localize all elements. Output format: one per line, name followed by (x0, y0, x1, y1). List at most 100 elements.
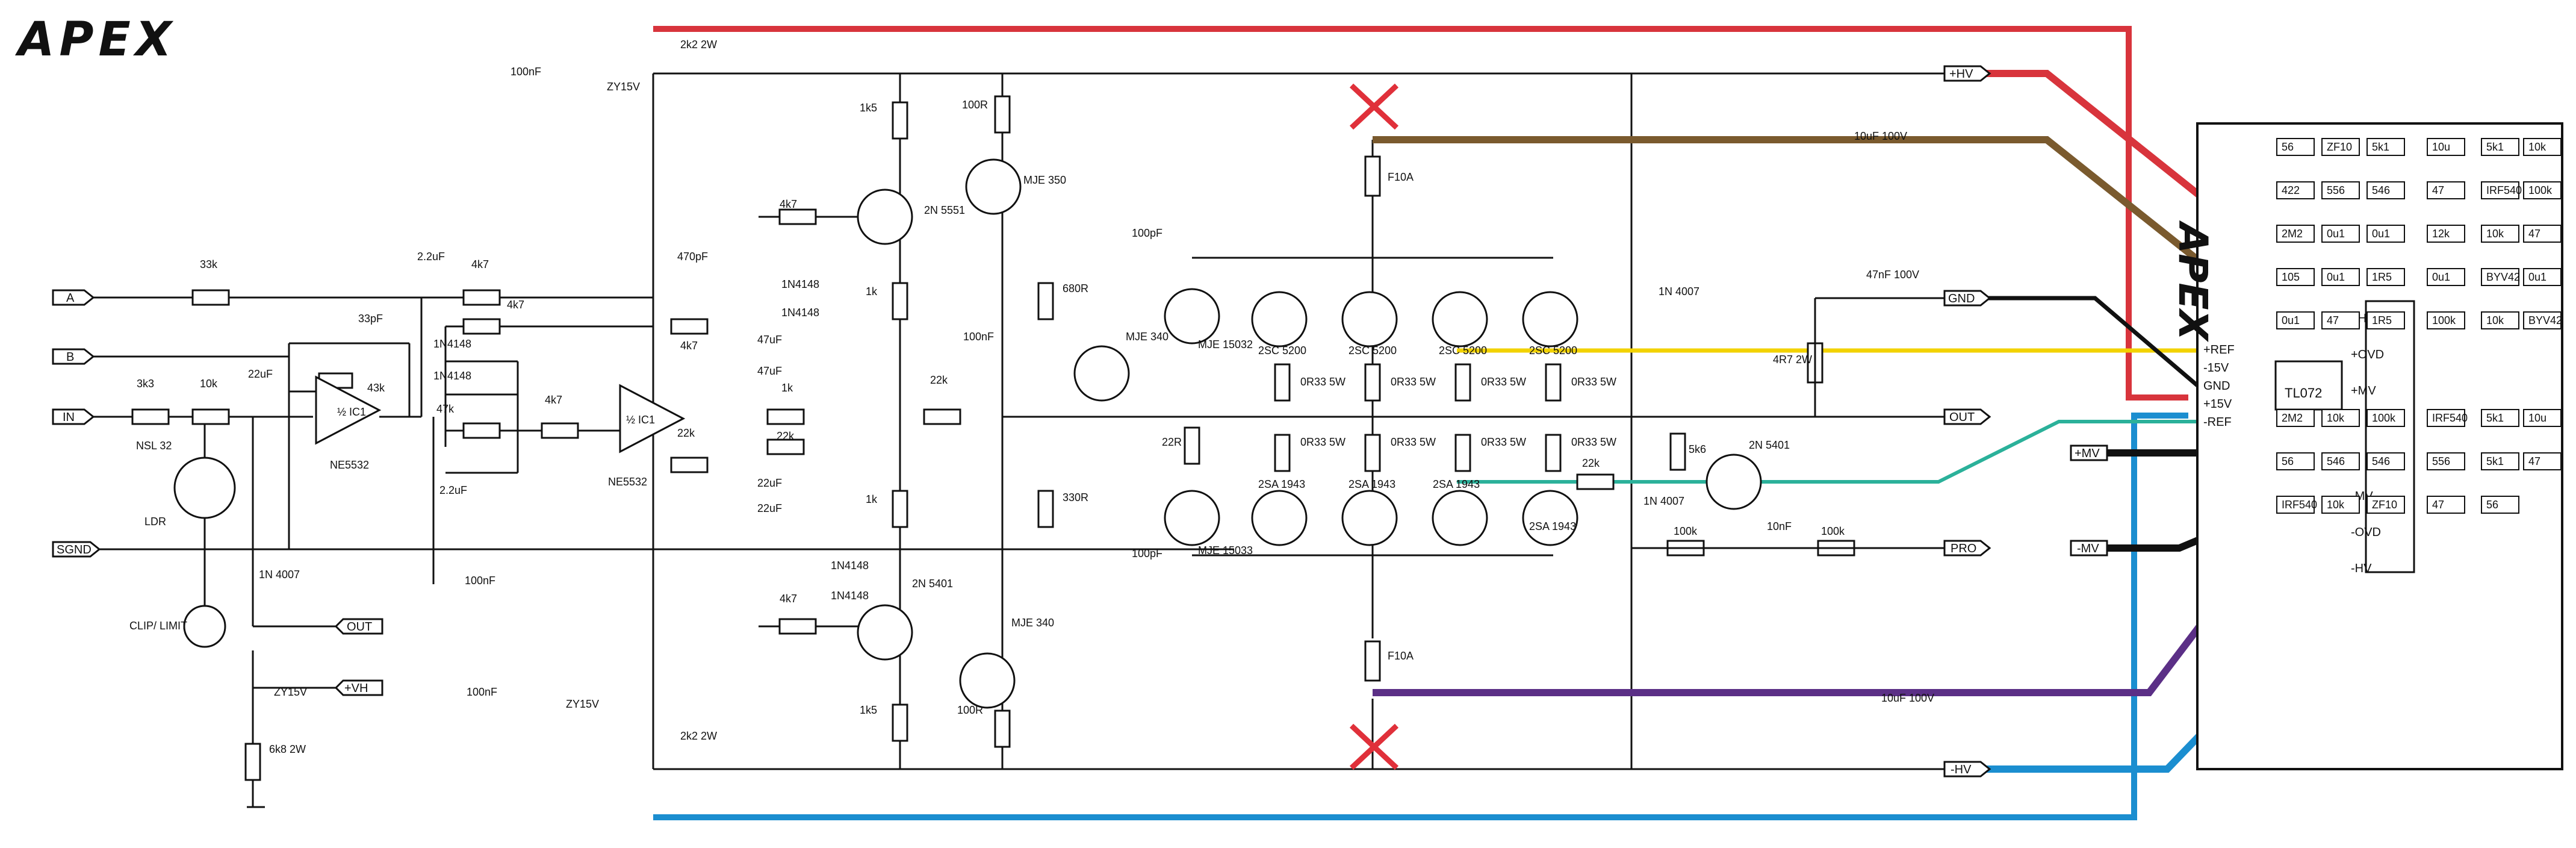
label-d5: 1N4148 (781, 307, 819, 319)
label-r24: 2k2 2W (680, 730, 717, 742)
label-r-100k-b: 100k (1821, 525, 1845, 537)
label-q-pro: 2N 5401 (1749, 439, 1790, 451)
label-r17: 1k5 (860, 704, 877, 716)
board-part-label: 5k1 (2486, 455, 2504, 467)
board-part-box (2276, 268, 2315, 286)
net-out[interactable]: OUT (1943, 408, 1991, 425)
board-ic: TL072 (2285, 385, 2322, 401)
board-part-label: BYV42 (2528, 314, 2562, 326)
board-part-box (2321, 409, 2360, 427)
label-c-top: 100pF (1132, 227, 1162, 239)
label-r25: 2k2 2W (680, 39, 717, 51)
net-b[interactable]: B (52, 348, 95, 365)
net-mv-pos[interactable]: +MV (2070, 444, 2108, 461)
label-r-emit-6: 0R33 5W (1391, 436, 1436, 448)
label-r-emit-5: 0R33 5W (1300, 436, 1345, 448)
label-1n4007-bot: 1N 4007 (1643, 495, 1684, 507)
second-stage: ½ IC1 NE5532 (421, 289, 961, 584)
board-part-box (2481, 496, 2519, 514)
board-part-label: 2M2 (2282, 412, 2303, 424)
board-part-box (2276, 496, 2315, 514)
label-r-emit-7: 0R33 5W (1481, 436, 1526, 448)
component-labels: 33k 3k3 10k 22uF 33pF 43k 1N 4007 ZY15V … (137, 39, 1934, 755)
label-r14: 4k7 (780, 198, 797, 210)
board-part-label: 546 (2372, 184, 2390, 196)
board-part-box (2367, 496, 2405, 514)
board-part-label: 0u1 (2327, 228, 2345, 240)
net-mv-neg[interactable]: -MV (2070, 540, 2108, 556)
board-part-box (2427, 452, 2465, 470)
net-hv-neg[interactable]: -HV (1943, 761, 1991, 778)
pin-ovd-neg[interactable]: -OVD (2351, 526, 2381, 539)
svg-text:PRO: PRO (1951, 542, 1976, 555)
driver-stage (759, 73, 1220, 769)
svg-text:+MV: +MV (2075, 447, 2100, 460)
label-r4: 43k (367, 382, 385, 394)
svg-text:A: A (66, 292, 75, 305)
board-part-label: 10u (2432, 141, 2450, 153)
label-r16: 1k (866, 285, 878, 298)
pin-mv-pos[interactable]: +MV (2351, 384, 2376, 398)
net-vh[interactable]: +VH (334, 679, 383, 696)
label-2sa1943-4: 2SA 1943 (1529, 520, 1576, 532)
pin-hv-neg[interactable]: -HV (2351, 562, 2372, 575)
ldr-label: LDR (144, 516, 166, 528)
net-pro[interactable]: PRO (1943, 540, 1991, 556)
label-r27: 22R (1162, 436, 1182, 448)
label-r-22k-pro: 22k (1582, 457, 1600, 469)
board-part-box (2321, 181, 2360, 199)
board-part-label: IRF540 (2282, 499, 2317, 511)
board-part-label: 5k1 (2486, 412, 2504, 424)
label-c10: 100nF (963, 331, 994, 343)
label-r-emit-4: 0R33 5W (1571, 376, 1616, 388)
label-d6: 1N4148 (781, 278, 819, 290)
label-f-top: F10A (1388, 171, 1414, 183)
svg-text:OUT: OUT (347, 620, 372, 634)
label-r-5k6: 5k6 (1689, 443, 1706, 455)
board-part-label: 47 (2432, 499, 2444, 511)
label-d7: 1N 4007 (259, 569, 300, 581)
pin-ref-neg[interactable]: -REF (2203, 416, 2232, 429)
board-part-label: 0u1 (2432, 271, 2450, 283)
svg-text:+VH: +VH (344, 682, 368, 695)
pin-gnd[interactable]: GND (2203, 379, 2230, 393)
label-r8: 4k7 (545, 394, 562, 406)
board-part-label: 10k (2327, 499, 2345, 511)
board-part-label: 422 (2282, 184, 2300, 196)
label-d4: 1N4148 (831, 560, 869, 572)
label-q3: MJE 340 (1011, 617, 1054, 629)
label-z3: ZY15V (274, 686, 307, 698)
label-d1: 1N4148 (433, 370, 471, 382)
net-hv-pos[interactable]: +HV (1943, 65, 1991, 82)
label-c5: 470pF (677, 251, 708, 263)
label-d3: 1N4148 (831, 590, 869, 602)
label-r7: 4k7 (471, 258, 489, 270)
net-in[interactable]: IN (52, 408, 95, 425)
label-c7: 47uF (757, 365, 782, 377)
apex-logo: APEX (14, 13, 176, 67)
board-part-box (2481, 268, 2519, 286)
net-out-small[interactable]: OUT (334, 618, 383, 635)
ic1a-type: NE5532 (330, 459, 369, 471)
label-c-hv-top: 10uF 100V (1854, 130, 1907, 142)
label-q1: 2N 5401 (912, 578, 953, 590)
board-part-box (2523, 409, 2562, 427)
board-part-box (2276, 225, 2315, 243)
net-a[interactable]: A (52, 289, 95, 306)
pin-ovd-pos[interactable]: +OVD (2351, 348, 2384, 361)
board-part-box (2481, 452, 2519, 470)
net-gnd[interactable]: GND (1943, 290, 1991, 307)
label-r-emit-8: 0R33 5W (1571, 436, 1616, 448)
board-part-label: 0u1 (2327, 271, 2345, 283)
pin-ref-pos[interactable]: +REF (2203, 343, 2235, 357)
pin-15v-pos[interactable]: +15V (2203, 398, 2232, 411)
label-2sa1943-1: 2SA 1943 (1258, 478, 1305, 490)
board-part-label: 10k (2528, 141, 2547, 153)
net-sgnd[interactable]: SGND (52, 541, 101, 558)
pin-15v-neg[interactable]: -15V (2203, 361, 2229, 375)
board-part-label: 556 (2432, 455, 2450, 467)
board-part-box (2276, 311, 2315, 329)
board-part-box (2481, 181, 2519, 199)
fuse-removed-marks (1349, 83, 1399, 770)
